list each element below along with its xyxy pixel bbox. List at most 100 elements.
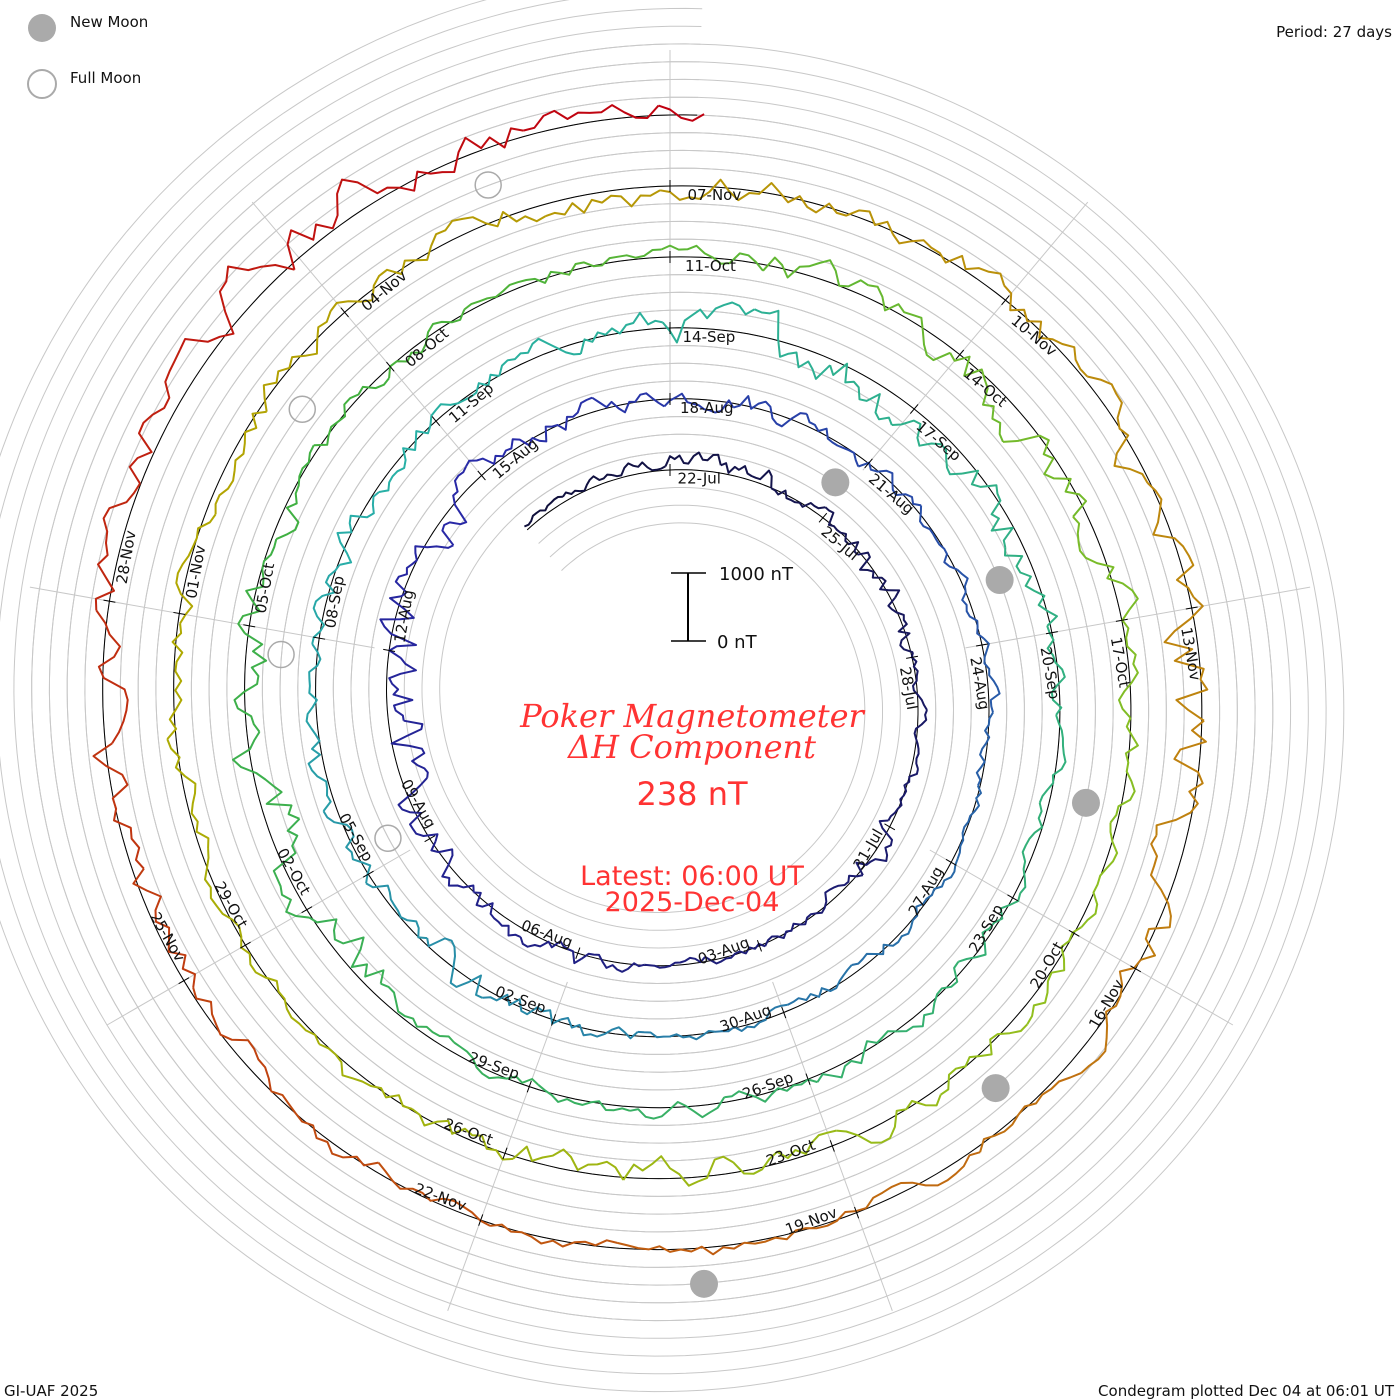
date-label: 02-Sep <box>493 982 549 1017</box>
date-label: 20-Sep <box>1037 646 1064 701</box>
date-label: 25-Nov <box>146 909 189 965</box>
date-tick <box>424 835 436 843</box>
trace-segment-day-27 <box>465 437 533 467</box>
trace-segment-day-53 <box>378 425 432 493</box>
trace-segment-day-122 <box>865 1151 981 1209</box>
trace-segment-day-32 <box>805 413 860 467</box>
radial-line <box>29 586 375 649</box>
date-label: 11-Oct <box>685 257 736 275</box>
trace-segment-day-34 <box>919 505 958 571</box>
date-tick <box>1068 929 1080 937</box>
date-label: 18-Aug <box>680 399 733 417</box>
trace-segment-day-105 <box>175 513 217 624</box>
trace-segment-day-98 <box>512 1145 625 1181</box>
latest-time: Latest: 06:00 UT <box>580 861 804 892</box>
trace-segment-day-64 <box>1038 714 1067 804</box>
trace-segment-day-12 <box>855 819 893 876</box>
trace-segment-day-84 <box>660 244 764 272</box>
date-label: 01-Nov <box>182 544 209 600</box>
trace-segment-day-135 <box>286 178 401 270</box>
date-label: 22-Nov <box>412 1179 469 1214</box>
trace-segment-day-115 <box>1087 375 1149 484</box>
date-tick <box>906 655 919 659</box>
date-label: 26-Oct <box>441 1115 495 1149</box>
trace-segment-day-109 <box>430 211 546 247</box>
date-label: 27-Aug <box>905 863 947 918</box>
trace-segment-day-43 <box>637 1030 716 1041</box>
trace-segment-day-65 <box>1019 802 1044 894</box>
new-moon-marker <box>1071 788 1100 817</box>
date-label: 30-Aug <box>717 1001 773 1036</box>
trace-segment-day-87 <box>949 352 1004 443</box>
date-label: 31-Jul <box>849 826 886 873</box>
date-tick <box>239 941 251 949</box>
trace-segment-day-57 <box>661 301 756 344</box>
date-label: 24-Aug <box>966 655 993 711</box>
date-label: 21-Aug <box>865 470 918 518</box>
trace-segment-day-97 <box>622 1155 734 1187</box>
trace-segment-day-58 <box>754 308 831 380</box>
legend-new-moon-label: New Moon <box>70 13 149 31</box>
trace-segment-day-100 <box>318 1043 413 1110</box>
trace-segment-day-14 <box>764 912 817 947</box>
trace-segment-day-71 <box>537 1084 631 1112</box>
trace-segment-day-42 <box>715 1003 788 1033</box>
date-tick <box>526 1080 532 1093</box>
trace-segment-day-73 <box>380 982 455 1044</box>
trace-segment-day-88 <box>1002 434 1087 518</box>
trace-segment-day-9 <box>910 652 928 711</box>
trace-segment-day-70 <box>629 1096 726 1120</box>
date-label: 05-Oct <box>252 561 279 614</box>
trace-segment-day-63 <box>1046 625 1066 716</box>
date-label: 14-Sep <box>683 328 736 346</box>
new-moon-icon <box>28 14 56 42</box>
date-tick <box>502 1147 508 1160</box>
date-label: 29-Sep <box>466 1048 522 1083</box>
trace-segment-day-91 <box>1109 717 1139 824</box>
trace-segment-day-86 <box>868 284 951 362</box>
full-moon-icon <box>27 69 57 99</box>
date-label: 28-Jul <box>896 665 921 711</box>
trace-segment-day-120 <box>1080 959 1142 1074</box>
trace-segment-day-75 <box>272 818 310 919</box>
trace-segment-day-28 <box>531 396 593 443</box>
trace-segment-day-81 <box>388 309 466 379</box>
trace-segment-day-67 <box>897 961 960 1033</box>
date-tick <box>1045 631 1058 635</box>
trace-segment-day-128 <box>192 987 272 1092</box>
date-tick <box>340 307 349 318</box>
full-moon-marker <box>267 640 295 669</box>
radial-line <box>251 201 478 471</box>
trace-segment-day-6 <box>824 506 860 556</box>
footer-credit: GI-UAF 2025 <box>4 1382 99 1400</box>
trace-segment-day-4 <box>720 462 773 489</box>
current-value: 238 nT <box>636 775 748 813</box>
date-label: 11-Sep <box>445 379 497 427</box>
radial-lines <box>29 50 1311 1311</box>
trace-segment-day-94 <box>940 1023 1029 1096</box>
date-label: 16-Nov <box>1085 976 1128 1032</box>
trace-segment-day-22 <box>390 719 429 778</box>
date-label: 03-Aug <box>695 933 751 968</box>
date-label: 13-Nov <box>1177 626 1204 682</box>
date-label: 08-Oct <box>402 324 453 371</box>
trace-segment-day-108 <box>329 246 432 312</box>
date-label: 14-Oct <box>960 364 1011 411</box>
date-tick <box>854 1206 860 1219</box>
legend-full-moon-label: Full Moon <box>70 69 142 87</box>
trace-segment-day-20 <box>430 841 475 893</box>
date-tick <box>1130 965 1142 973</box>
trace-segment-day-79 <box>275 444 315 541</box>
date-tick <box>173 611 186 616</box>
trace-segment-day-104 <box>166 623 184 740</box>
date-tick <box>386 361 395 372</box>
trace-segment-day-99 <box>411 1108 514 1161</box>
trace-segment-day-46 <box>426 937 483 999</box>
trace-segment-day-55 <box>498 337 581 377</box>
trace-segment-day-117 <box>1163 596 1209 722</box>
date-tick <box>551 1014 557 1026</box>
trace-segment-day-78 <box>237 538 278 635</box>
date-label: 04-Nov <box>358 267 411 315</box>
trace-segment-day-50 <box>305 643 322 729</box>
